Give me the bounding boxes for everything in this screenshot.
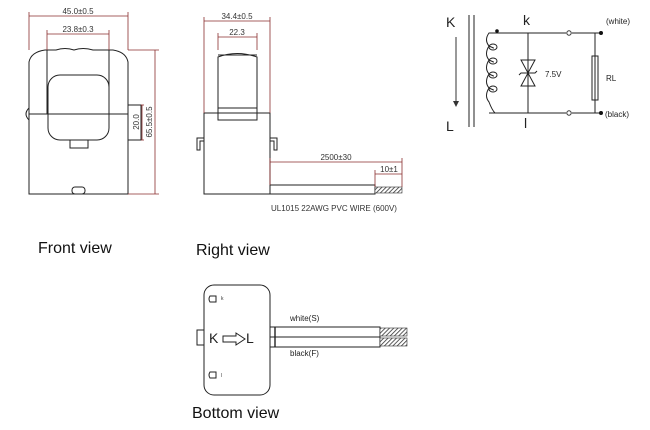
tvs-diode-icon [518, 33, 538, 113]
secondary-k-label: k [523, 12, 531, 28]
primary-k-label: K [446, 14, 456, 30]
secondary-coil [486, 32, 496, 114]
terminal-k-mark: k [221, 296, 224, 302]
white-terminal-label: (white) [606, 17, 630, 26]
bottom-l-label: L [246, 330, 254, 346]
front-width-dim: 45.0±0.5 [62, 7, 94, 16]
bottom-view: K L k l white(S) black(F) [196, 284, 408, 396]
terminal-k-icon [208, 295, 217, 303]
wire-length-dim: 2500±30 [320, 153, 352, 162]
front-height-dim: 65.5±0.5 [145, 106, 154, 138]
bottom-view-label: Bottom view [192, 405, 280, 422]
right-inner-dim: 22.3 [229, 28, 245, 37]
primary-l-label: L [446, 118, 454, 134]
front-window-dim: 23.8±0.3 [62, 25, 94, 34]
front-view: 45.0±0.5 23.8±0.3 20.0 65.5±0.5 [25, 7, 159, 195]
black-terminal-label: (black) [605, 110, 629, 119]
right-width-dim: 34.4±0.5 [221, 12, 253, 21]
secondary-l-label: l [524, 115, 527, 131]
front-tab-dim: 20.0 [132, 114, 141, 130]
terminal-l-icon [208, 371, 217, 379]
load-label: RL [606, 74, 617, 83]
black-wire-label: black(F) [290, 349, 319, 358]
strip-length-dim: 10±1 [380, 165, 398, 174]
terminal-l-mark: l [221, 373, 222, 379]
load-resistor-icon [591, 55, 599, 101]
wire-spec: UL1015 22AWG PVC WIRE (600V) [271, 204, 397, 213]
right-view: 34.4±0.5 22.3 2500±30 10±1 UL1015 22AWG … [196, 12, 403, 213]
front-view-label: Front view [38, 240, 112, 257]
circuit-schematic: K L k l 7.5V RL (white) (black) [446, 12, 630, 134]
right-view-label: Right view [196, 242, 270, 259]
direction-arrow-icon [222, 332, 246, 346]
bottom-k-label: K [209, 330, 219, 346]
zener-voltage: 7.5V [545, 70, 562, 79]
white-wire-label: white(S) [289, 314, 320, 323]
